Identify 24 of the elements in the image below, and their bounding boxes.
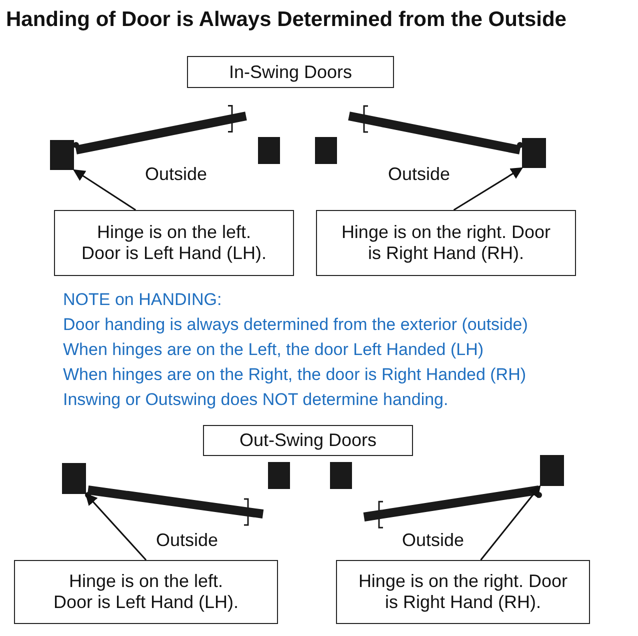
note-text: Door handing is always determined from the exterior (outside)	[63, 315, 528, 335]
area-label: Outside	[156, 530, 218, 551]
note-text: Inswing or Outswing does NOT determine handing.	[63, 390, 448, 410]
leader-arrow	[73, 169, 136, 211]
leader-arrow	[480, 485, 541, 560]
note-text: When hinges are on the Right, the door is Right Handed (RH)	[63, 365, 526, 385]
note-text: When hinges are on the Left, the door Left Handed (LH)	[63, 340, 484, 360]
note-text: NOTE on HANDING:	[63, 290, 222, 310]
title: Handing of Door is Always Determined from the Outside	[6, 8, 566, 32]
note-box: Hinge is on the right. Door is Right Hand (RH).	[336, 560, 590, 624]
area-label: Outside	[388, 164, 450, 185]
area-label: Outside	[145, 164, 208, 185]
note-box: Hinge is on the right. Door is Right Hand (RH).	[316, 210, 576, 276]
leader-arrow	[85, 493, 147, 561]
leader-arrow	[453, 167, 524, 211]
note-box: Hinge is on the left. Door is Left Hand (LH).	[14, 560, 278, 624]
hinge-jamb	[522, 138, 546, 168]
heading-box: In-Swing Doors	[187, 56, 394, 88]
area-label: Outside	[402, 530, 464, 551]
hinge-jamb	[62, 463, 86, 494]
note-box: Hinge is on the left. Door is Left Hand (LH).	[54, 210, 294, 276]
heading-box: Out-Swing Doors	[203, 425, 413, 456]
hinge-jamb	[50, 140, 74, 170]
hinge-jamb	[540, 455, 564, 486]
